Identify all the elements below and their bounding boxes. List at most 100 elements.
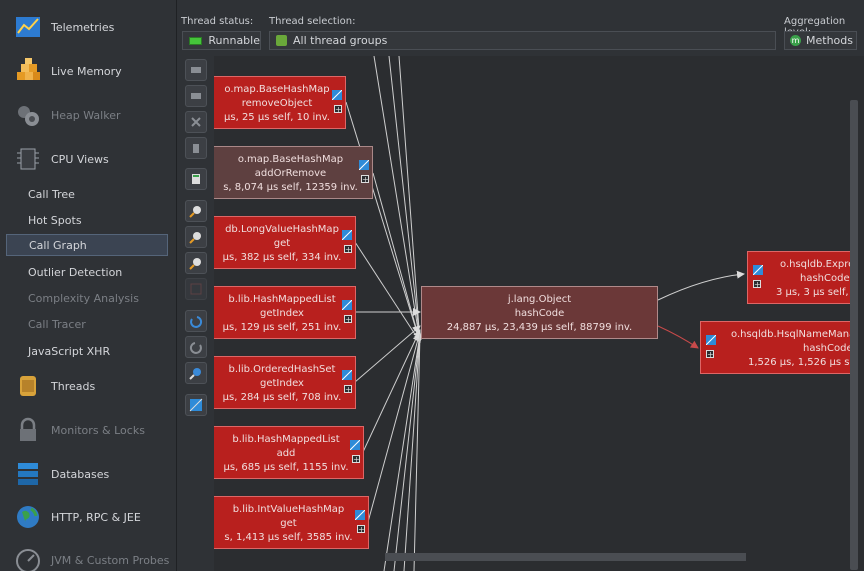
thread-status-dropdown[interactable]: Runnable — [182, 31, 261, 50]
heap-walker-icon — [14, 101, 42, 129]
sub-outlier-detection[interactable]: Outlier Detection — [6, 261, 168, 283]
export-button[interactable] — [185, 394, 207, 416]
caller-node[interactable]: b.lib.IntValueHashMap get s, 1,413 μs se… — [214, 496, 369, 549]
nav-http-rpc-jee-label: HTTP, RPC & JEE — [51, 511, 141, 524]
sub-javascript-xhr[interactable]: JavaScript XHR — [6, 340, 168, 362]
thread-status-label: Thread status: — [181, 16, 253, 27]
sub-javascript-xhr-label: JavaScript XHR — [28, 345, 110, 358]
edge-top-2 — [389, 56, 420, 342]
sub-call-tracer[interactable]: Call Tracer — [6, 313, 168, 335]
nav-telemetries[interactable]: Telemetries — [0, 7, 176, 47]
redo-icon — [189, 340, 203, 354]
zoom-fit-button[interactable] — [185, 252, 207, 274]
node-method: getIndex — [214, 377, 355, 391]
expand-button[interactable]: + — [344, 385, 352, 393]
nav-databases[interactable]: Databases — [0, 454, 176, 494]
forward-button[interactable] — [185, 85, 207, 107]
callee-node[interactable]: o.hsqldb.HsqlNameManag hashCode 1,526 μs… — [700, 321, 857, 374]
node-stats: μs, 685 μs self, 1155 inv. — [214, 461, 363, 475]
find-button[interactable] — [185, 362, 207, 384]
expand-button[interactable]: + — [361, 175, 369, 183]
runnable-icon — [189, 37, 202, 45]
sub-call-graph[interactable]: Call Graph — [6, 234, 168, 256]
expand-button[interactable]: + — [344, 245, 352, 253]
node-stats: 3 μs, 3 μs self, — [766, 286, 856, 300]
edge-callee-1 — [658, 326, 698, 348]
nav-http-rpc-jee[interactable]: HTTP, RPC & JEE — [0, 497, 176, 537]
thread-groups-icon — [276, 35, 287, 46]
layout-button[interactable] — [185, 278, 207, 300]
nav-live-memory[interactable]: Live Memory — [0, 51, 176, 91]
expand-button[interactable]: + — [352, 455, 360, 463]
undo-button[interactable] — [185, 310, 207, 332]
method-icon — [350, 440, 360, 450]
nav-heap-walker[interactable]: Heap Walker — [0, 95, 176, 135]
node-stats: s, 8,074 μs self, 12359 inv. — [214, 181, 372, 195]
sub-complexity-analysis[interactable]: Complexity Analysis — [6, 287, 168, 309]
method-icon — [342, 230, 352, 240]
back-button[interactable] — [185, 59, 207, 81]
edge-top-1 — [374, 56, 420, 342]
layout-icon — [190, 283, 202, 295]
jvm-custom-probes-icon — [14, 547, 42, 571]
nav-threads[interactable]: Threads — [0, 366, 176, 406]
thread-selection-dropdown[interactable]: All thread groups — [269, 31, 776, 50]
calculator-button[interactable] — [185, 168, 207, 190]
aggregation-level-dropdown[interactable]: m Methods — [784, 31, 857, 50]
trash-button[interactable] — [185, 137, 207, 159]
node-method: removeObject — [214, 97, 345, 111]
databases-icon — [14, 460, 42, 488]
redo-button[interactable] — [185, 336, 207, 358]
node-class: db.LongValueHashMap — [214, 223, 355, 237]
call-graph-canvas[interactable]: o.map.BaseHashMap removeObject μs, 25 μs… — [214, 56, 864, 571]
nav-jvm-custom-probes[interactable]: JVM & Custom Probes — [0, 541, 176, 571]
vertical-scrollbar[interactable] — [850, 100, 858, 570]
node-class: b.lib.HashMappedList — [214, 433, 363, 447]
delete-button[interactable] — [185, 111, 207, 133]
sub-hot-spots[interactable]: Hot Spots — [6, 209, 168, 231]
node-class: b.lib.OrderedHashSet — [214, 363, 355, 377]
method-icon — [342, 300, 352, 310]
node-stats: 1,526 μs, 1,526 μs se — [721, 356, 856, 370]
expand-button[interactable]: + — [344, 315, 352, 323]
caller-node[interactable]: b.lib.HashMappedList getIndex μs, 129 μs… — [214, 286, 356, 339]
node-class: o.map.BaseHashMap — [214, 83, 345, 97]
expand-button[interactable]: + — [753, 280, 761, 288]
thread-selection-value: All thread groups — [293, 34, 387, 47]
sub-complexity-analysis-label: Complexity Analysis — [28, 292, 139, 305]
method-icon — [359, 160, 369, 170]
edge-callee-0 — [658, 274, 744, 300]
node-class: o.hsqldb.Expre — [766, 258, 856, 272]
expand-button[interactable]: + — [706, 350, 714, 358]
edge-caller-6 — [368, 332, 420, 522]
expand-button[interactable]: + — [334, 105, 342, 113]
nav-monitors-locks[interactable]: Monitors & Locks — [0, 410, 176, 450]
caller-node[interactable]: b.lib.HashMappedList add μs, 685 μs self… — [214, 426, 364, 479]
node-class: b.lib.HashMappedList — [214, 293, 355, 307]
zoom-in-button[interactable] — [185, 200, 207, 222]
horizontal-scrollbar[interactable] — [385, 553, 746, 561]
edge-bottom-2 — [394, 334, 420, 571]
callee-node[interactable]: o.hsqldb.Expre hashCode 3 μs, 3 μs self,… — [747, 251, 857, 304]
node-method: getIndex — [214, 307, 355, 321]
forward-icon — [190, 90, 202, 102]
method-icon — [753, 265, 763, 275]
node-method: hashCode — [721, 342, 856, 356]
zoom-in-icon — [189, 204, 203, 218]
edge-bottom-3 — [404, 334, 420, 571]
caller-node[interactable]: o.map.BaseHashMap removeObject μs, 25 μs… — [214, 76, 346, 129]
zoom-out-button[interactable] — [185, 226, 207, 248]
expand-button[interactable]: + — [357, 525, 365, 533]
center-node[interactable]: j.lang.Object hashCode 24,887 μs, 23,439… — [421, 286, 658, 339]
nav-live-memory-label: Live Memory — [51, 65, 122, 78]
caller-node[interactable]: b.lib.OrderedHashSet getIndex μs, 284 μs… — [214, 356, 356, 409]
caller-node[interactable]: o.map.BaseHashMap addOrRemove s, 8,074 μ… — [214, 146, 373, 199]
caller-node[interactable]: db.LongValueHashMap get μs, 382 μs self,… — [214, 216, 356, 269]
nav-heap-walker-label: Heap Walker — [51, 109, 121, 122]
nav-cpu-views[interactable]: CPU Views — [0, 139, 176, 179]
method-icon — [342, 370, 352, 380]
sub-call-tree[interactable]: Call Tree — [6, 183, 168, 205]
trash-icon — [190, 142, 202, 154]
thread-selection-label: Thread selection: — [269, 16, 355, 27]
nav-cpu-views-label: CPU Views — [51, 153, 109, 166]
